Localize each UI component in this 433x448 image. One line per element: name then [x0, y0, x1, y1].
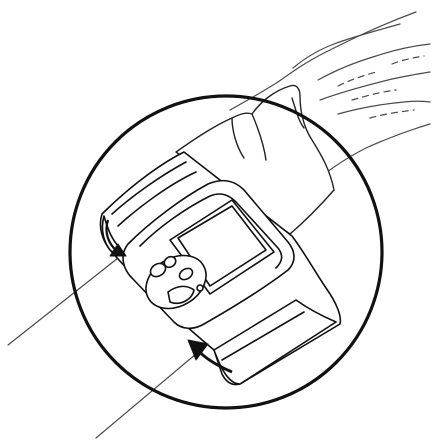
finger-crease-2: [352, 90, 396, 100]
finger-crease-4: [392, 56, 424, 64]
forearm-upper-edge: [8, 258, 118, 345]
button-dot: [197, 285, 203, 291]
hand-ring-finger: [320, 72, 430, 100]
hand-little-finger: [338, 101, 430, 114]
hand-back-outline: [230, 12, 416, 110]
finger-crease-1: [338, 72, 376, 86]
finger-crease-3: [370, 110, 414, 118]
